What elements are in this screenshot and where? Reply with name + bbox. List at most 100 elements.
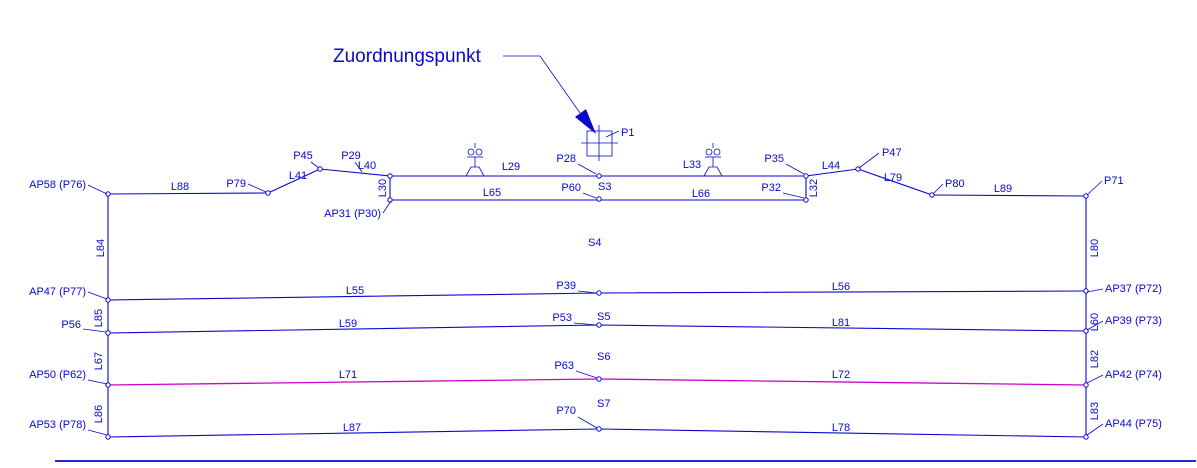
line-L41 (267, 168, 321, 194)
label-ap47: AP47 (P77) (29, 286, 86, 298)
node-marker (105, 382, 111, 388)
label-l82: L82 (1089, 350, 1101, 368)
label-l67: L67 (93, 352, 105, 370)
label-ap42: AP42 (P74) (1105, 369, 1162, 381)
label-l56: L56 (832, 281, 850, 293)
label-l66: L66 (692, 188, 710, 200)
leader-p32 (782, 192, 805, 199)
geometry-group (55, 168, 1196, 462)
label-ap39: AP39 (P73) (1105, 315, 1162, 327)
label-ap53: AP53 (P78) (29, 419, 86, 431)
callout-group: Zuordnungspunkt P1 (333, 46, 634, 161)
line-L88 (107, 192, 269, 195)
node-marker (105, 330, 111, 336)
label-l44: L44 (822, 160, 840, 172)
label-p53: P53 (552, 312, 572, 324)
node-marker (1083, 434, 1089, 440)
label-l30: L30 (377, 179, 389, 197)
leader-ap31 (382, 200, 392, 214)
label-l71: L71 (339, 369, 357, 381)
leader-p79 (247, 183, 267, 193)
label-l81: L81 (832, 317, 850, 329)
label-p28: P28 (556, 153, 576, 165)
leader-ap50 (87, 379, 108, 385)
rail-symbol-right-icon (703, 143, 723, 177)
leader-ap42 (1086, 374, 1104, 384)
label-ap44: AP44 (P75) (1105, 418, 1162, 430)
label-l89: L89 (994, 183, 1012, 195)
node-marker (1083, 382, 1089, 388)
label-p80: P80 (945, 178, 965, 190)
node-marker (803, 197, 809, 203)
label-l85: L85 (93, 309, 105, 327)
leader-ap37 (1086, 288, 1104, 293)
leader-ap47 (87, 291, 108, 300)
label-l83: L83 (1089, 402, 1101, 420)
label-l40: L40 (358, 160, 376, 172)
leader-p71 (1086, 180, 1103, 196)
label-l72: L72 (832, 369, 850, 381)
label-l32: L32 (808, 179, 820, 197)
node-marker (105, 191, 111, 197)
node-marker (596, 376, 602, 382)
node-marker (105, 434, 111, 440)
label-s6: S6 (597, 351, 610, 363)
label-p71: P71 (1104, 175, 1124, 187)
label-s5: S5 (597, 311, 610, 323)
label-l78: L78 (832, 422, 850, 434)
label-l65: L65 (483, 187, 501, 199)
label-s7: S7 (597, 398, 610, 410)
line-L71-magenta (107, 378, 600, 386)
label-ap31: AP31 (P30) (324, 208, 381, 220)
label-l87: L87 (343, 422, 361, 434)
rail-head-circle (475, 148, 483, 156)
line-L89 (931, 194, 1087, 197)
label-l79: L79 (884, 172, 902, 184)
node-marker (803, 173, 809, 179)
line-L72-magenta (598, 378, 1087, 386)
label-l33: L33 (683, 159, 701, 171)
label-p35: P35 (764, 153, 784, 165)
leader-p1 (605, 130, 620, 138)
label-s4: S4 (588, 237, 601, 249)
node-marker (596, 173, 602, 179)
label-ap58: AP58 (P76) (29, 179, 86, 191)
labels-group: AP58 (P76) AP47 (P77) P56 AP50 (P62) AP5… (29, 147, 1162, 434)
node-marker (596, 426, 602, 432)
label-p63: P63 (554, 360, 574, 372)
leader-p45 (310, 161, 320, 169)
label-p45: P45 (293, 150, 313, 162)
line-L40 (319, 168, 391, 177)
callout-title: Zuordnungspunkt (333, 46, 482, 67)
leader-p63 (575, 370, 598, 379)
leader-ap44 (1086, 423, 1104, 436)
rail-foot (703, 166, 723, 177)
rail-head-circle (705, 148, 713, 156)
line-L44 (805, 168, 859, 177)
leader-ap39 (1086, 320, 1104, 331)
label-p60: P60 (561, 182, 581, 194)
node-marker (596, 290, 602, 296)
label-l80: L80 (1089, 239, 1101, 257)
leader-p28 (577, 163, 597, 175)
leader-p35 (785, 163, 805, 175)
leader-p56 (82, 328, 107, 333)
label-p47: P47 (882, 147, 902, 159)
label-s3: S3 (598, 181, 611, 193)
leader-p29 (354, 161, 363, 173)
label-l86: L86 (93, 405, 105, 423)
line-L79 (857, 168, 933, 196)
label-l84: L84 (95, 239, 107, 257)
callout-arrowhead-icon (575, 109, 596, 134)
label-ap37: AP37 (P72) (1105, 283, 1162, 295)
node-marker (265, 190, 271, 196)
leader-lines-group (82, 152, 1104, 436)
rail-head-circle (467, 148, 475, 156)
node-marker (596, 322, 602, 328)
label-l59: L59 (339, 318, 357, 330)
label-l88: L88 (171, 181, 189, 193)
leader-p53 (573, 322, 598, 326)
p1-marker-box (586, 130, 613, 157)
label-l41: L41 (289, 170, 307, 182)
label-l55: L55 (346, 285, 364, 297)
